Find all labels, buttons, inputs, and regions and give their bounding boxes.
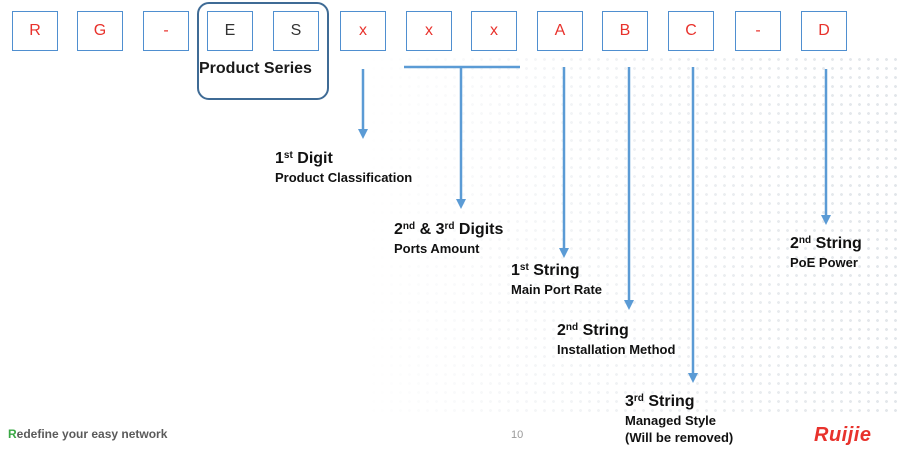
footer-tagline: Redefine your easy network: [8, 427, 167, 441]
tagline-text: edefine your easy network: [16, 427, 168, 441]
code-box-2: G: [77, 11, 123, 51]
second-third-digits-heading: 2nd & 3rd Digits: [394, 221, 504, 238]
product-series-label: Product Series: [199, 60, 312, 77]
label-second-third-digits: 2nd & 3rd Digits Ports Amount: [394, 220, 503, 257]
label-second-string-poe: 2nd String PoE Power: [790, 234, 862, 271]
first-digit-desc: Product Classification: [275, 170, 413, 185]
product-series-frame: [197, 2, 329, 100]
code-box-11: C: [668, 11, 714, 51]
code-box-13: D: [801, 11, 847, 51]
label-second-string-install: 2nd String Installation Method: [557, 321, 675, 358]
code-box-6: x: [340, 11, 386, 51]
page-number: 10: [511, 429, 524, 441]
second-string-install-heading: 2nd String: [557, 322, 629, 339]
code-box-5: S: [273, 11, 319, 51]
third-string-heading: 3rd String: [625, 393, 695, 410]
code-box-10: B: [602, 11, 648, 51]
second-string-poe-heading: 2nd String: [790, 235, 862, 252]
first-digit-heading: 1st Digit: [275, 150, 333, 167]
third-string-desc: Managed Style: [625, 413, 717, 428]
first-string-desc: Main Port Rate: [511, 282, 603, 297]
code-box-8: x: [471, 11, 517, 51]
label-third-string: 3rd String Managed Style (Will be remove…: [625, 392, 733, 446]
second-string-poe-desc: PoE Power: [790, 255, 858, 270]
second-third-digits-desc: Ports Amount: [394, 241, 480, 256]
code-box-3: -: [143, 11, 189, 51]
first-string-heading: 1st String: [511, 262, 580, 279]
code-box-9: A: [537, 11, 583, 51]
code-box-1: R: [12, 11, 58, 51]
code-box-12: -: [735, 11, 781, 51]
code-box-4: E: [207, 11, 253, 51]
label-first-digit: 1st Digit Product Classification: [275, 149, 412, 186]
second-string-install-desc: Installation Method: [557, 342, 676, 357]
third-string-note: (Will be removed): [625, 430, 734, 445]
code-box-7: x: [406, 11, 452, 51]
ruijie-logo: Ruijie: [814, 424, 872, 446]
label-first-string: 1st String Main Port Rate: [511, 261, 602, 298]
tagline-accent: R: [8, 427, 17, 441]
